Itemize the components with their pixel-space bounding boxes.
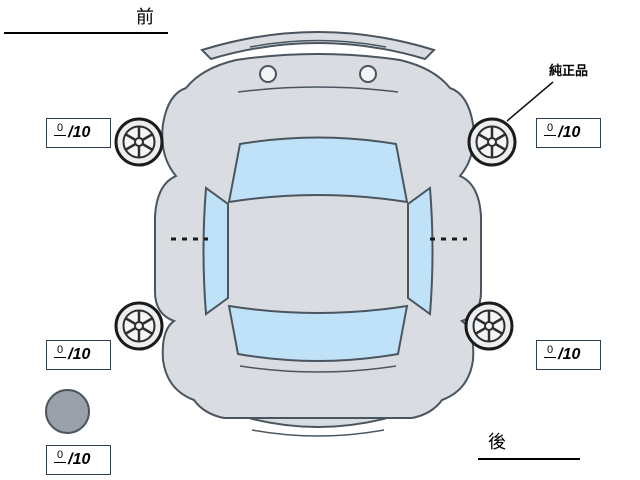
wheel-front-right-icon xyxy=(467,117,517,167)
tread-score-front-left: 0 /10 xyxy=(46,118,111,148)
genuine-part-label: 純正品 xyxy=(549,63,589,78)
tread-score-rear-left: 0 /10 xyxy=(46,340,111,370)
wheel-front-left-icon xyxy=(114,117,164,167)
rear-window xyxy=(227,304,409,362)
tread-score-rear-right: 0 /10 xyxy=(536,340,601,370)
side-window-left xyxy=(202,186,229,316)
tread-score-spare-value: 0 xyxy=(54,450,67,463)
wheel-rear-right-icon xyxy=(464,301,514,351)
tread-score-rear-right-value: 0 xyxy=(544,345,557,358)
washer-nozzle-left-icon xyxy=(259,65,277,83)
wheel-rear-left-icon xyxy=(114,301,164,351)
front-spoiler xyxy=(200,31,436,61)
rear-label: 後 xyxy=(478,428,580,460)
tread-score-front-left-value: 0 xyxy=(54,123,67,136)
front-label: 前 xyxy=(4,3,168,34)
side-window-right xyxy=(407,186,434,316)
front-label-text: 前 xyxy=(136,7,154,27)
tread-score-rear-left-value: 0 xyxy=(54,345,67,358)
tread-score-front-left-max: /10 xyxy=(68,124,91,141)
trunk-seam xyxy=(239,365,397,373)
tread-score-spare-max: /10 xyxy=(68,451,91,468)
windshield xyxy=(227,136,409,204)
tread-score-front-right: 0 /10 xyxy=(536,118,601,148)
rear-label-text: 後 xyxy=(488,432,506,452)
tread-score-front-right-max: /10 xyxy=(558,124,581,141)
tread-score-rear-right-max: /10 xyxy=(558,346,581,363)
genuine-part-leader-line xyxy=(506,81,554,122)
tread-score-front-right-value: 0 xyxy=(544,123,557,136)
washer-nozzle-right-icon xyxy=(359,65,377,83)
tread-score-spare: 0 /10 xyxy=(46,445,111,475)
spare-tire-icon xyxy=(45,389,90,434)
tread-score-rear-left-max: /10 xyxy=(68,346,91,363)
hood-seam xyxy=(237,86,399,93)
